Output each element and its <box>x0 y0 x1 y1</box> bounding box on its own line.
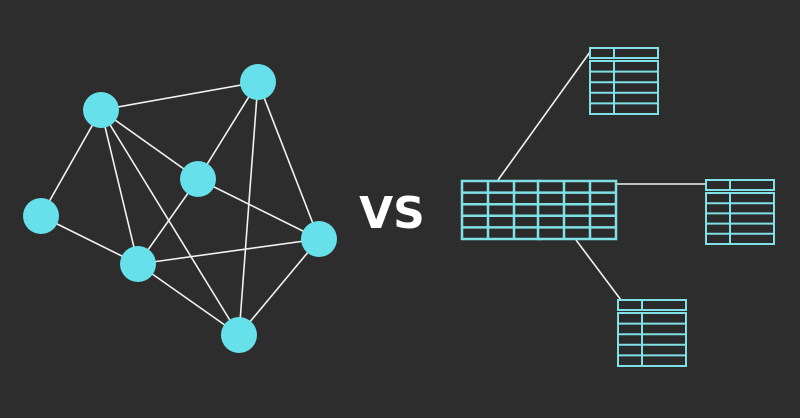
graph-edge-n2-n3 <box>197 81 259 180</box>
graph-node-n1 <box>83 92 119 128</box>
graph-edge-n6-n7 <box>238 238 320 336</box>
graph-edge-n1-n5 <box>100 109 139 265</box>
satellite-table-bottom-header <box>617 299 687 311</box>
graph-node-n2 <box>240 64 276 100</box>
graph-edge-n1-n3 <box>100 109 199 180</box>
graph-edge-n3-n6 <box>197 178 320 240</box>
graph-edge-n2-n7 <box>238 81 259 336</box>
satellite-table-right-body <box>705 192 775 245</box>
main-table-right-frame <box>536 179 618 241</box>
graph-node-n3 <box>180 161 216 197</box>
graph-edge-n1-n2 <box>100 81 259 111</box>
relational-tables <box>460 47 775 367</box>
satellite-table-top-body <box>589 60 659 115</box>
satellite-table-bottom <box>617 299 687 367</box>
graph-edge-n1-n7 <box>100 109 240 336</box>
graph-edge-n2-n6 <box>257 81 320 240</box>
satellite-table-bottom-body <box>617 312 687 367</box>
main-table-left-frame <box>460 179 542 241</box>
satellite-table-top-header <box>589 47 659 59</box>
main-table-left <box>460 179 542 241</box>
graph-edge-n4-n5 <box>40 215 139 265</box>
graph-edge-n5-n6 <box>137 238 320 265</box>
graph-edges <box>40 81 320 336</box>
connector-bottom <box>575 239 625 305</box>
graph-node-n7 <box>221 317 257 353</box>
satellite-table-right <box>705 179 775 245</box>
graph-edge-n5-n7 <box>137 263 240 336</box>
graph-edge-n1-n4 <box>40 109 102 217</box>
satellite-table-right-header <box>705 179 775 191</box>
main-table-right <box>536 179 618 241</box>
satellite-table-top <box>589 47 659 115</box>
table-connectors <box>497 51 706 305</box>
graph-node-n6 <box>301 221 337 257</box>
graph-nodes <box>23 64 337 353</box>
graph-node-n5 <box>120 246 156 282</box>
vs-label: VS <box>359 188 425 239</box>
graph-node-n4 <box>23 198 59 234</box>
connector-top <box>497 51 591 181</box>
